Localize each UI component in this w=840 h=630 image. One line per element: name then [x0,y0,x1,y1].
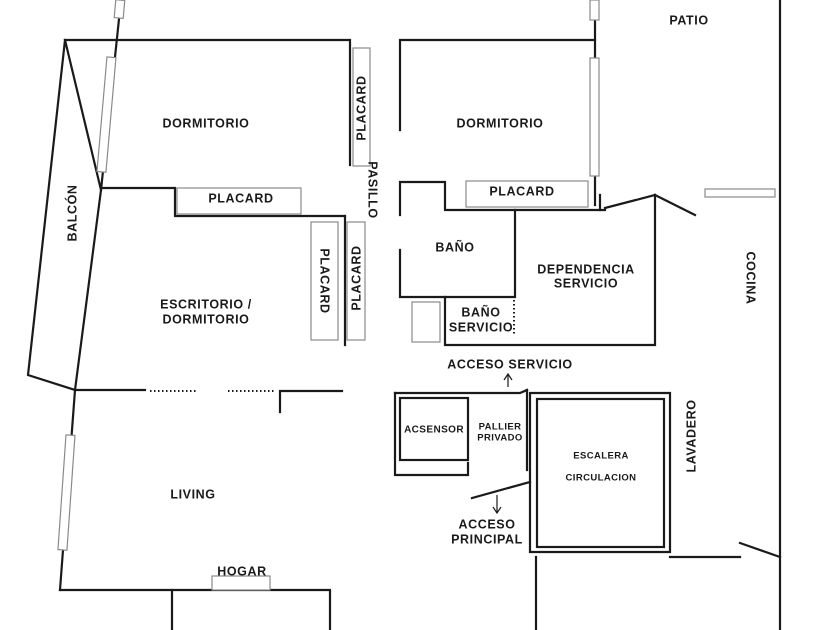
closets [176,47,589,341]
label-lavadero: LAVADERO [684,399,698,472]
walls [26,0,782,630]
label-bano: BAÑO [435,239,474,254]
label-living: LIVING [170,487,215,501]
label-placard-horizontal-1: PLACARD [208,191,273,205]
label-placard-vertical-2: PLACARD [318,248,332,313]
label-escritorio-1: ESCRITORIO / [160,297,252,311]
label-acceso-principal-2: PRINCIPAL [451,532,523,546]
label-dependencia-2: SERVICIO [554,276,618,290]
label-dependencia-1: DEPENDENCIA [537,262,635,276]
label-balcon: BALCÓN [64,184,79,241]
label-cocina: COCINA [744,252,758,305]
label-escalera: ESCALERA [573,451,628,462]
label-placard-horizontal-2: PLACARD [489,184,554,198]
label-bano-servicio-1: BAÑO [461,304,500,319]
label-acceso-servicio: ACCESO SERVICIO [447,357,572,371]
label-pallier-2: PRIVADO [477,433,522,444]
label-dormitorio-right: DORMITORIO [456,116,543,130]
label-hogar: HOGAR [217,564,267,578]
label-placard-vertical-3: PLACARD [349,245,363,310]
label-placard-vertical-1: PLACARD [354,75,368,140]
label-acceso-principal-1: ACCESO [458,517,515,531]
label-patio: PATIO [669,13,708,27]
label-dormitorio-left: DORMITORIO [162,116,249,130]
label-escritorio-2: DORMITORIO [162,312,249,326]
label-acsensor: ACSENSOR [404,425,464,436]
label-circulacion: CIRCULACION [566,473,637,484]
label-bano-servicio-2: SERVICIO [449,320,513,334]
label-pasillo: PASILLO [366,161,380,218]
label-pallier-1: PALLIER [479,422,522,433]
